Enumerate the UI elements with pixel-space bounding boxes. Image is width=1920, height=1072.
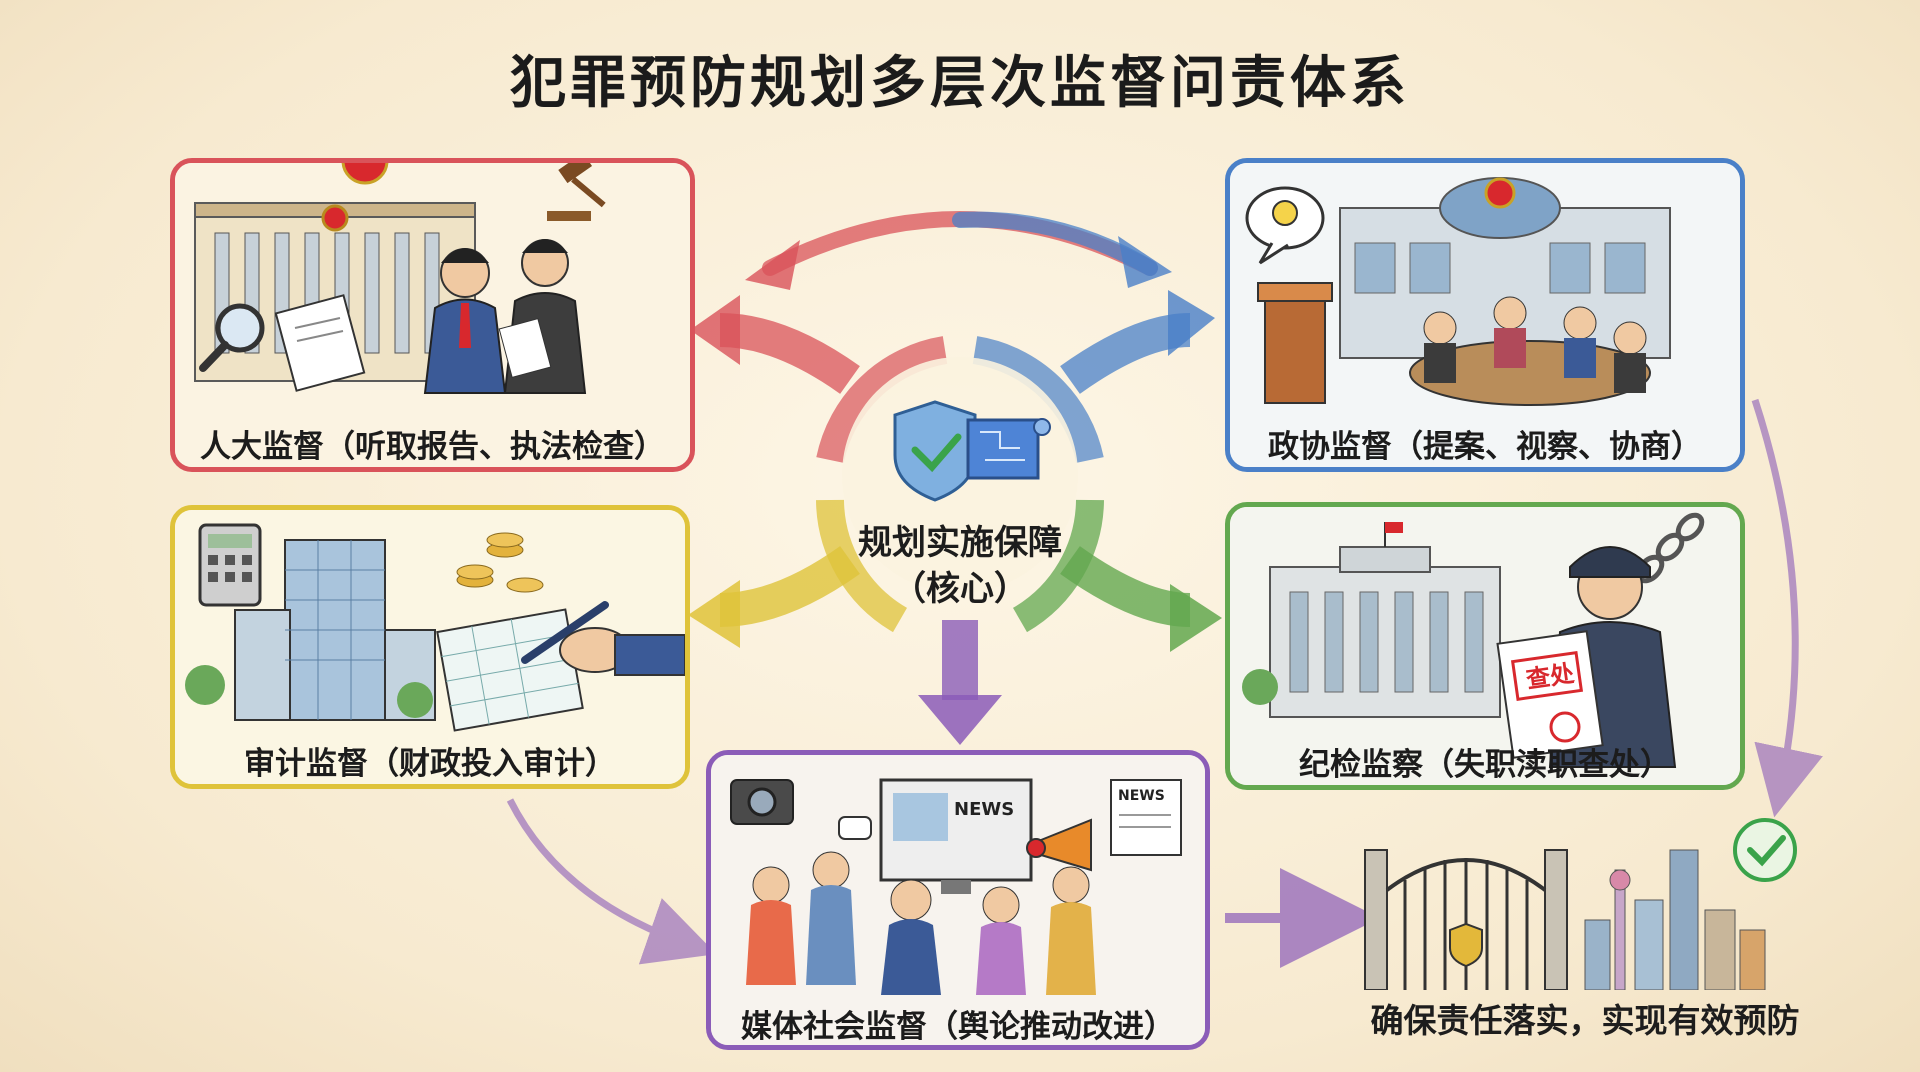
government-building bbox=[1269, 522, 1501, 718]
diagram-title: 犯罪预防规划多层次监督问责体系 bbox=[510, 51, 1410, 116]
official-person-right bbox=[498, 239, 587, 394]
discipline-illustration: 查处 bbox=[1230, 507, 1740, 785]
arrowhead-left bbox=[745, 240, 800, 290]
center-label-line1: 规划实施保障 bbox=[858, 523, 1062, 563]
arrow-audit-to-media bbox=[506, 798, 717, 965]
goal-illustration bbox=[1364, 818, 1797, 990]
official-person-left bbox=[423, 248, 507, 394]
goal-label: 确保责任落实，实现有效预防 bbox=[1370, 1001, 1800, 1040]
cppcc-illustration bbox=[1230, 163, 1740, 467]
discipline-caption: 纪检监察（失职渎职查处） bbox=[1299, 747, 1671, 783]
npc-caption: 人大监督（听取报告、执法检查） bbox=[200, 429, 665, 465]
paper-news-text: NEWS bbox=[1118, 788, 1165, 804]
panel-cppcc-supervision: 政协监督（提案、视察、协商） bbox=[1225, 158, 1745, 472]
tree-icon bbox=[185, 665, 433, 718]
center-label-line2: （核心） bbox=[892, 569, 1028, 609]
speech-bubble-icon bbox=[1245, 186, 1325, 265]
emblem-icon bbox=[341, 163, 389, 185]
checkmark-icon bbox=[1733, 818, 1797, 882]
hub-arc-blue bbox=[972, 336, 1104, 464]
panel-discipline-inspection: 查处 纪检监察（失职渎职查处） bbox=[1225, 502, 1745, 790]
cppcc-building bbox=[1339, 177, 1671, 359]
arrowhead-right bbox=[1118, 236, 1172, 288]
center-label: 规划实施保障 （核心） bbox=[810, 520, 1110, 612]
tv-monitor-icon: NEWS bbox=[879, 778, 1033, 894]
media-caption: 媒体社会监督（舆论推动改进） bbox=[741, 1009, 1175, 1045]
calculator-icon bbox=[198, 523, 262, 607]
chat-bubble-icon bbox=[838, 816, 872, 840]
hub-arc-red bbox=[816, 336, 948, 464]
spreadsheet-icon bbox=[436, 608, 584, 732]
gate-icon bbox=[1364, 849, 1568, 990]
pen-hand-icon bbox=[521, 601, 685, 676]
clipboard-icon bbox=[274, 294, 366, 392]
coin-stack-icon bbox=[456, 532, 544, 593]
podium-icon bbox=[1257, 282, 1333, 404]
crowd-people bbox=[746, 851, 1096, 995]
audit-caption: 审计监督（财政投入审计） bbox=[244, 746, 616, 782]
megaphone-icon bbox=[1026, 818, 1092, 872]
arrow-cppcc-to-goal bbox=[1751, 398, 1823, 818]
panel-media-supervision: NEWS NEWS 媒体社会监督（舆论推动改进） bbox=[706, 750, 1210, 1050]
newspaper-icon: NEWS bbox=[1110, 779, 1182, 856]
stamp-text: 查处 bbox=[1524, 659, 1575, 693]
shield-icon bbox=[893, 400, 977, 502]
blueprint-icon bbox=[966, 418, 1051, 480]
city-skyline bbox=[1584, 849, 1766, 990]
media-illustration: NEWS NEWS bbox=[711, 755, 1205, 1045]
stamped-document-icon: 查处 bbox=[1496, 630, 1604, 759]
panel-npc-supervision: 人大监督（听取报告、执法检查） bbox=[170, 158, 695, 472]
tv-news-text: NEWS bbox=[954, 799, 1014, 820]
audit-illustration bbox=[175, 510, 685, 784]
magnifier-icon bbox=[199, 303, 265, 372]
tree-icon bbox=[1242, 669, 1278, 705]
cppcc-caption: 政协监督（提案、视察、协商） bbox=[1268, 429, 1702, 465]
panel-audit-supervision: 审计监督（财政投入审计） bbox=[170, 505, 690, 789]
npc-illustration bbox=[175, 163, 690, 467]
camera-icon bbox=[730, 779, 794, 825]
gavel-icon bbox=[547, 163, 606, 221]
office-building bbox=[234, 539, 436, 721]
meeting-table bbox=[1409, 296, 1651, 406]
